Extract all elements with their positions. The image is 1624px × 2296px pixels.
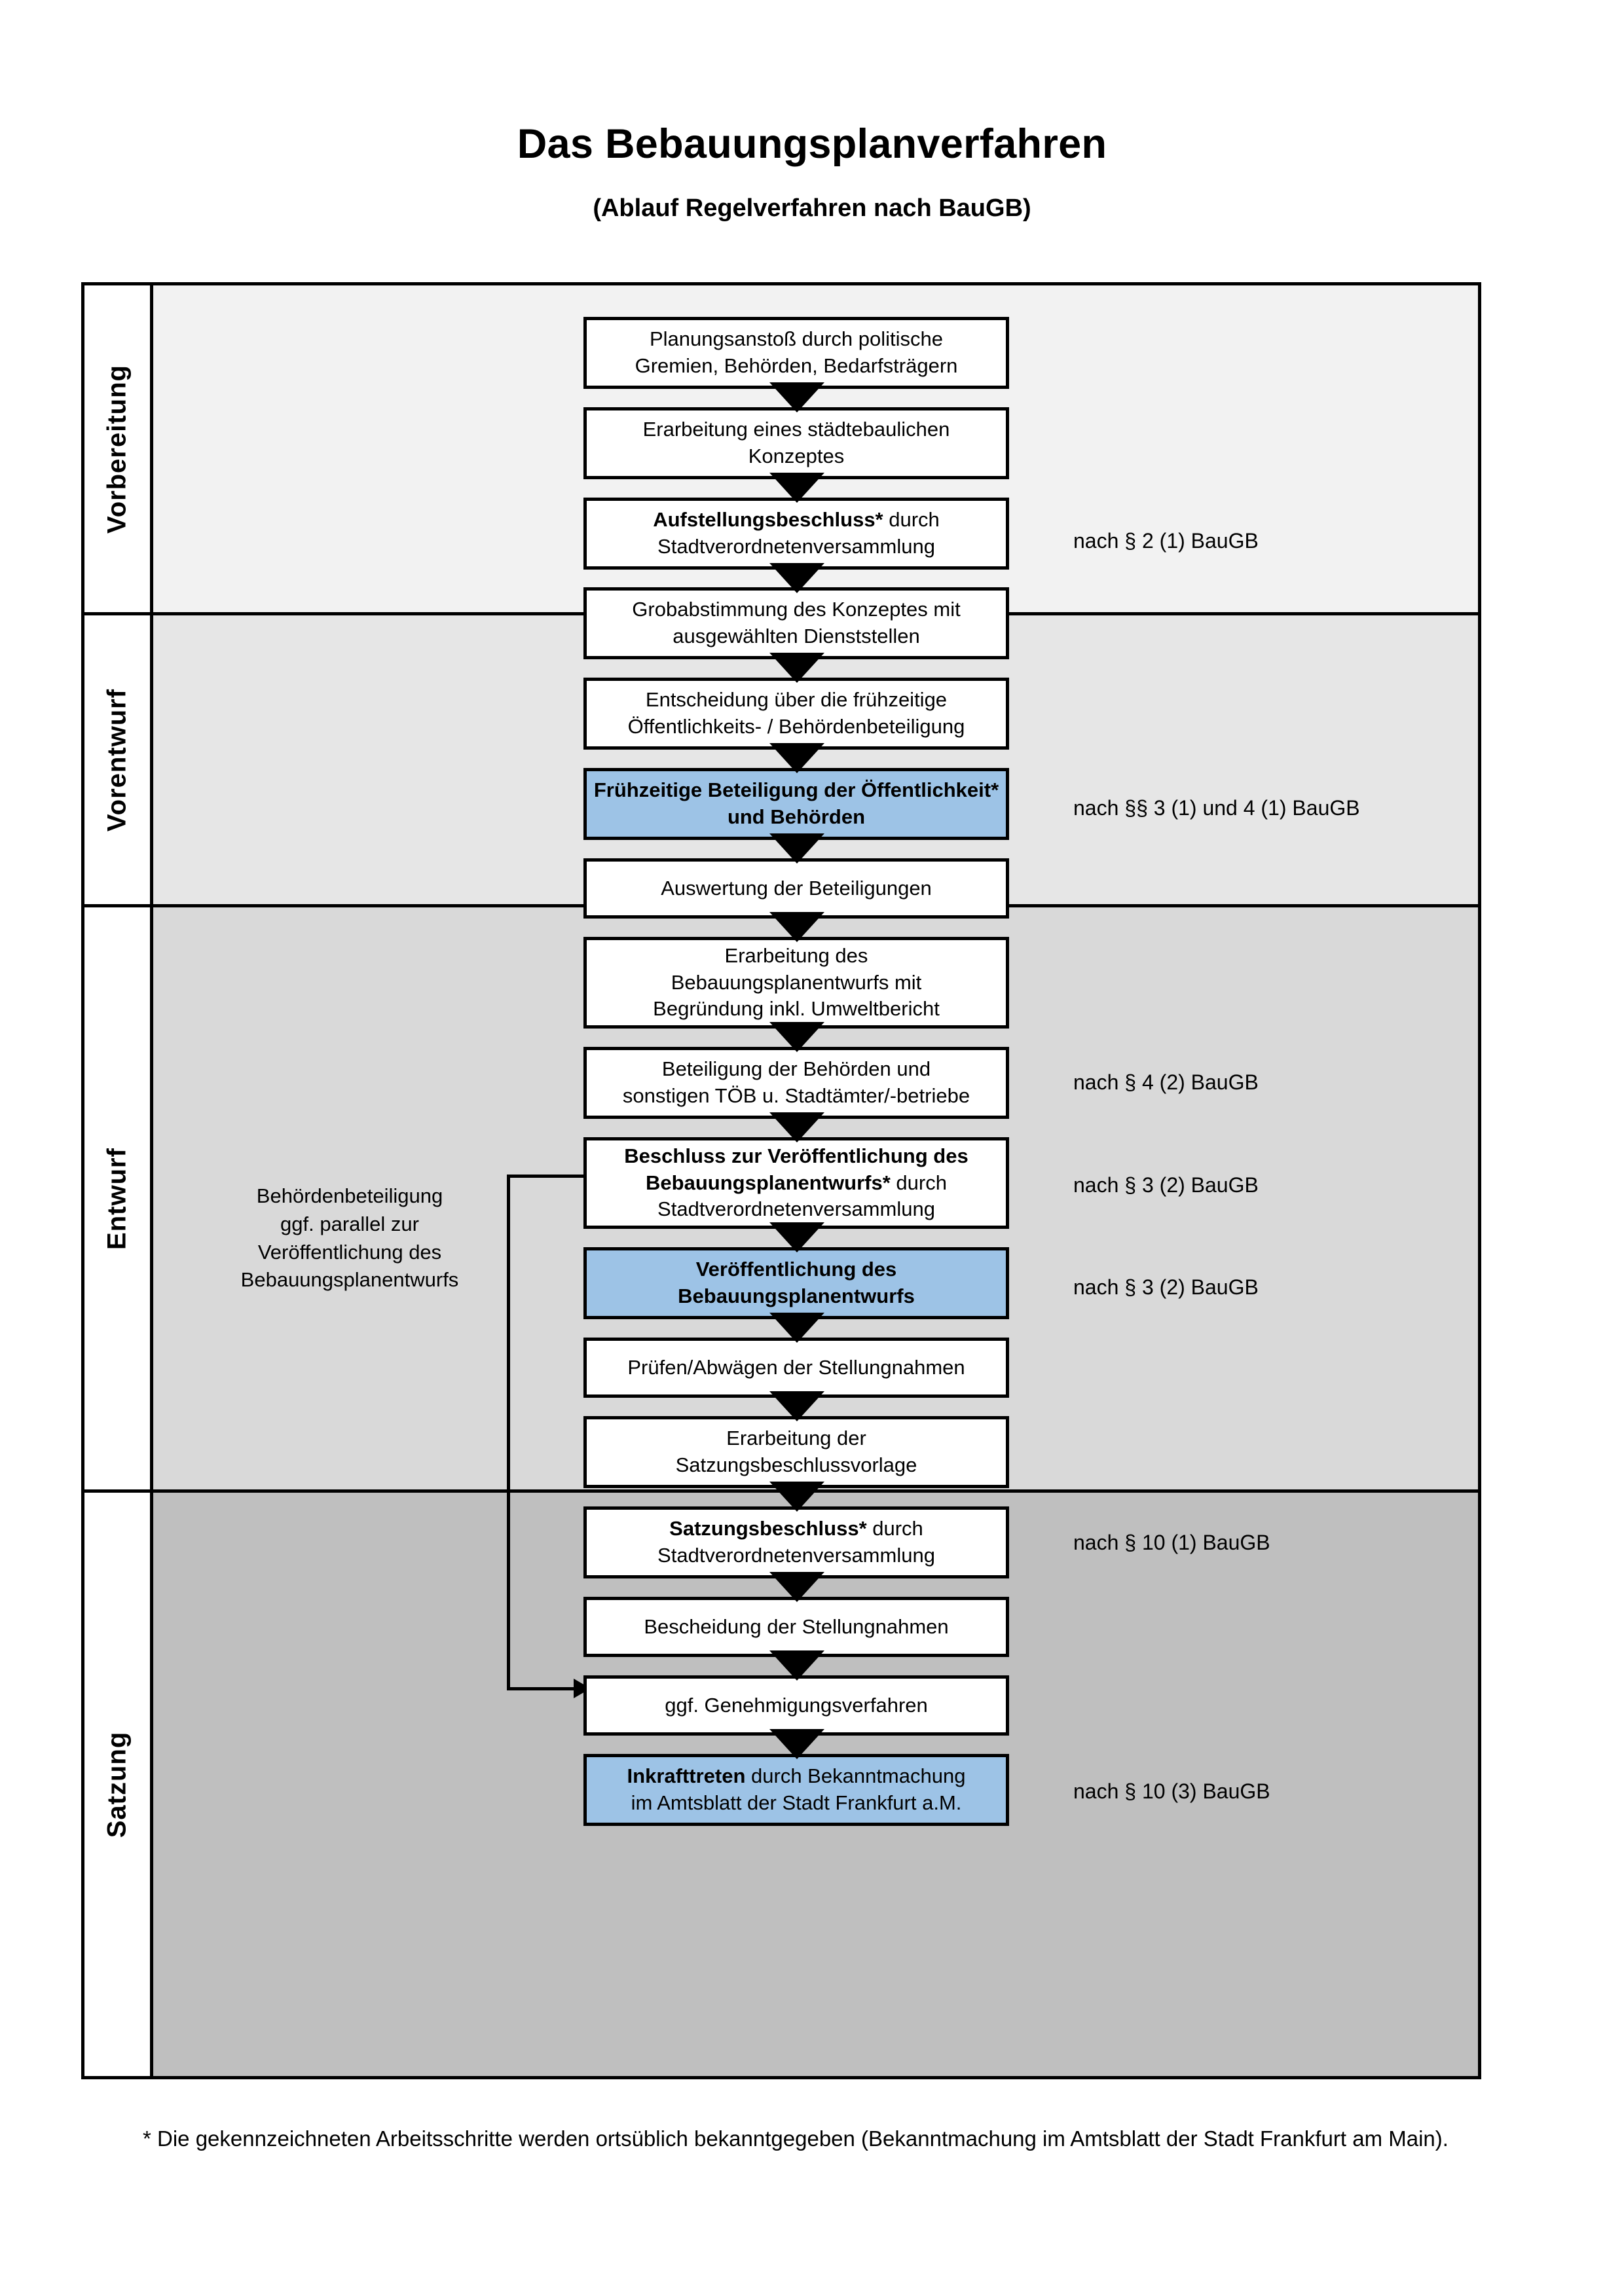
page-subtitle: (Ablauf Regelverfahren nach BauGB) xyxy=(593,194,1031,223)
step-line-2: Gremien, Behörden, Bedarfsträgern xyxy=(635,354,958,377)
flow-arrow-3 xyxy=(769,563,824,593)
step-line-1: Entscheidung über die frühzeitige xyxy=(645,688,948,712)
phase-label-text: Vorbereitung xyxy=(102,364,132,534)
flow-step-erarbeitung-bplanentwurf[interactable]: Erarbeitung des Bebauungsplanentwurfs mi… xyxy=(583,937,1009,1029)
step-line-1: durch Bekanntmachung xyxy=(745,1764,966,1788)
step-line-1: ggf. Genehmigungsverfahren xyxy=(665,1693,928,1717)
feedback-connector-side xyxy=(507,1175,510,1690)
flow-step-erarbeitung-satzungsvorlage[interactable]: Erarbeitung der Satzungsbeschlussvorlage xyxy=(583,1416,1009,1488)
law-ref-4: nach § 3 (2) BauGB xyxy=(1073,1173,1259,1197)
flow-arrow-5 xyxy=(769,743,824,773)
step-bold: Veröffentlichung des Bebauungsplanentwur… xyxy=(678,1258,915,1307)
flow-step-staedtebauliches-konzept[interactable]: Erarbeitung eines städtebaulichen Konzep… xyxy=(583,407,1009,479)
side-note-line-3: Veröffentlichung des xyxy=(257,1240,442,1264)
flow-arrow-1 xyxy=(769,382,824,412)
step-line-1: Bescheidung der Stellungnahmen xyxy=(644,1614,949,1638)
law-ref-2: nach §§ 3 (1) und 4 (1) BauGB xyxy=(1073,796,1360,820)
step-line-1: Erarbeitung des xyxy=(724,943,868,967)
step-bold: Satzungsbeschluss* xyxy=(669,1517,867,1540)
side-note-line-4: Bebauungsplanentwurfs xyxy=(240,1268,459,1292)
flow-step-aufstellungsbeschluss[interactable]: Aufstellungsbeschluss* durch Stadtverord… xyxy=(583,498,1009,570)
phase-label-vorentwurf: Vorentwurf xyxy=(84,615,153,904)
step-line-1: Prüfen/Abwägen der Stellungnahmen xyxy=(627,1355,965,1379)
diagram-frame: Vorbereitung Vorentwurf Entwurf Satzung … xyxy=(81,282,1481,2079)
phase-label-entwurf: Entwurf xyxy=(84,907,153,1489)
feedback-connector-top xyxy=(507,1175,585,1178)
flow-arrow-11 xyxy=(769,1313,824,1343)
flow-step-satzungsbeschluss[interactable]: Satzungsbeschluss* durch Stadtverordnete… xyxy=(583,1506,1009,1578)
step-line-1: Beteiligung der Behörden und xyxy=(661,1057,931,1081)
phase-label-vorbereitung: Vorbereitung xyxy=(84,285,153,612)
flow-step-beteiligung-behoerden-toeb[interactable]: Beteiligung der Behörden und sonstigen T… xyxy=(583,1047,1009,1119)
flow-step-planungsanstoss[interactable]: Planungsanstoß durch politische Gremien,… xyxy=(583,317,1009,389)
page-title: Das Bebauungsplanverfahren xyxy=(517,121,1107,167)
flow-step-grobabstimmung[interactable]: Grobabstimmung des Konzeptes mit ausgewä… xyxy=(583,587,1009,659)
footnote: * Die gekennzeichneten Arbeitsschritte w… xyxy=(143,2126,1449,2151)
flow-step-genehmigungsverfahren[interactable]: ggf. Genehmigungsverfahren xyxy=(583,1675,1009,1736)
feedback-connector-bottom xyxy=(507,1687,574,1690)
phase-label-text: Satzung xyxy=(102,1731,132,1838)
law-ref-1: nach § 2 (1) BauGB xyxy=(1073,529,1259,553)
step-line-1: durch xyxy=(890,1171,947,1194)
step-line-1: Planungsanstoß durch politische xyxy=(649,327,944,351)
flow-arrow-4 xyxy=(769,653,824,683)
flow-arrow-10 xyxy=(769,1222,824,1252)
side-note-line-2: ggf. parallel zur xyxy=(280,1212,419,1235)
flow-step-bescheidung-stellungnahmen[interactable]: Bescheidung der Stellungnahmen xyxy=(583,1597,1009,1657)
step-line-2: Öffentlichkeits- / Behördenbeteiligung xyxy=(627,715,965,738)
phase-label-text: Entwurf xyxy=(102,1147,132,1250)
flow-arrow-9 xyxy=(769,1112,824,1142)
flow-arrow-16 xyxy=(769,1729,824,1759)
phase-label-satzung: Satzung xyxy=(84,1493,153,2076)
step-line-2: Stadtverordnetenversammlung xyxy=(657,535,935,558)
title-block: Das Bebauungsplanverfahren (Ablauf Regel… xyxy=(0,121,1624,223)
flow-step-fruehzeitige-beteiligung[interactable]: Frühzeitige Beteiligung der Öffentlichke… xyxy=(583,768,1009,840)
flow-arrow-2 xyxy=(769,473,824,503)
step-line-2: Konzeptes xyxy=(748,445,845,467)
step-line-1: Auswertung der Beteiligungen xyxy=(661,876,932,900)
flow-arrow-13 xyxy=(769,1482,824,1512)
flow-arrow-12 xyxy=(769,1391,824,1421)
flow-arrow-6 xyxy=(769,833,824,864)
step-line-2: sonstigen TÖB u. Stadtämter/-betriebe xyxy=(622,1084,970,1107)
flow-step-entscheidung-fruehzeitige[interactable]: Entscheidung über die frühzeitige Öffent… xyxy=(583,678,1009,750)
step-line-1: Erarbeitung eines städtebaulichen xyxy=(642,418,950,441)
flow-arrow-7 xyxy=(769,912,824,942)
side-note-line-1: Behördenbeteiligung xyxy=(256,1184,443,1207)
phase-label-text: Vorentwurf xyxy=(102,688,132,831)
step-line-1: Erarbeitung der xyxy=(726,1427,866,1450)
step-line-1: durch xyxy=(866,1517,923,1540)
step-bold: Frühzeitige Beteiligung der Öffentlichke… xyxy=(593,778,999,828)
flow-step-inkrafttreten[interactable]: Inkrafttreten durch Bekanntmachung im Am… xyxy=(583,1754,1009,1826)
flow-step-pruefen-abwaegen[interactable]: Prüfen/Abwägen der Stellungnahmen xyxy=(583,1338,1009,1398)
flow-step-veroeffentlichung-bplanentwurf[interactable]: Veröffentlichung des Bebauungsplanentwur… xyxy=(583,1247,1009,1319)
step-line-2: Stadtverordnetenversammlung xyxy=(657,1544,935,1567)
step-line-2: im Amtsblatt der Stadt Frankfurt a.M. xyxy=(631,1791,962,1814)
step-line-1: durch xyxy=(883,508,940,532)
step-line-1: Grobabstimmung des Konzeptes mit xyxy=(632,598,961,621)
law-ref-3: nach § 4 (2) BauGB xyxy=(1073,1070,1259,1094)
step-line-2: ausgewählten Dienststellen xyxy=(673,625,920,647)
step-bold: Beschluss zur Veröffentlichung des Bebau… xyxy=(624,1144,969,1194)
law-ref-5: nach § 3 (2) BauGB xyxy=(1073,1275,1259,1299)
step-line-2: Bebauungsplanentwurfs mit xyxy=(671,970,922,994)
step-bold: Aufstellungsbeschluss* xyxy=(653,508,883,532)
step-line-2: Stadtverordnetenversammlung xyxy=(657,1197,935,1221)
flow-arrow-8 xyxy=(769,1022,824,1052)
flow-step-beschluss-veroeffentlichung[interactable]: Beschluss zur Veröffentlichung des Bebau… xyxy=(583,1137,1009,1229)
flow-arrow-15 xyxy=(769,1650,824,1681)
flow-arrow-14 xyxy=(769,1572,824,1602)
flow-step-auswertung-beteiligungen[interactable]: Auswertung der Beteiligungen xyxy=(583,858,1009,919)
side-note-behoerdenbeteiligung: Behördenbeteiligung ggf. parallel zur Ve… xyxy=(209,1182,490,1294)
step-bold: Inkrafttreten xyxy=(627,1764,746,1788)
law-ref-6: nach § 10 (1) BauGB xyxy=(1073,1531,1270,1554)
law-ref-7: nach § 10 (3) BauGB xyxy=(1073,1779,1270,1803)
step-line-3: Begründung inkl. Umweltbericht xyxy=(653,997,940,1021)
step-line-2: Satzungsbeschlussvorlage xyxy=(675,1453,917,1476)
